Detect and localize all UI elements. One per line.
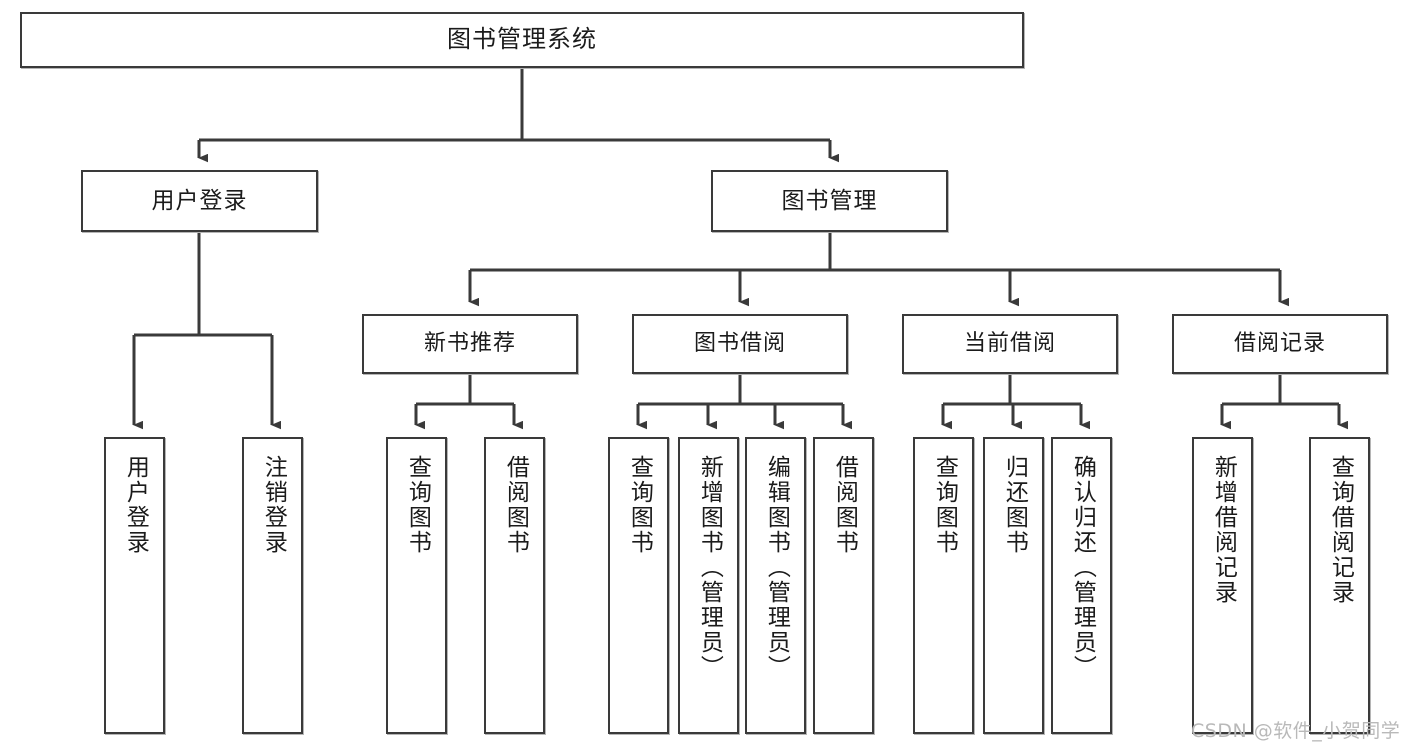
node-current-borrow[interactable]: 当前借阅 <box>902 314 1118 374</box>
leaf-add-book-admin[interactable]: 新增图书（管理员） <box>678 437 739 734</box>
node-label: 查询图书 <box>931 455 958 555</box>
node-label: 图书管理系统 <box>447 25 597 54</box>
node-label: 新书推荐 <box>423 331 516 357</box>
leaf-return-book[interactable]: 归还图书 <box>983 437 1044 734</box>
node-label: 图书借阅 <box>693 331 786 357</box>
node-label: 归还图书 <box>1001 455 1028 555</box>
leaf-add-borrow-record[interactable]: 新增借阅记录 <box>1192 437 1253 734</box>
node-label: 查询图书 <box>626 455 653 555</box>
leaf-edit-book-admin[interactable]: 编辑图书（管理员） <box>745 437 806 734</box>
watermark-text: CSDN @软件_小贺同学 <box>1191 720 1401 742</box>
leaf-query-book[interactable]: 查询图书 <box>608 437 669 734</box>
node-label: 查询图书 <box>404 455 431 555</box>
node-label: 新增借阅记录 <box>1210 455 1237 605</box>
node-system-root[interactable]: 图书管理系统 <box>20 12 1024 68</box>
node-label: 图书管理 <box>781 187 878 214</box>
node-label: 注销登录 <box>260 455 287 555</box>
leaf-logout[interactable]: 注销登录 <box>242 437 303 734</box>
leaf-confirm-return-admin[interactable]: 确认归还（管理员） <box>1051 437 1112 734</box>
node-label: 当前借阅 <box>963 331 1056 357</box>
edge-group-book-borrow <box>636 374 852 430</box>
node-borrow-record[interactable]: 借阅记录 <box>1172 314 1388 374</box>
leaf-borrow-book-new[interactable]: 借阅图书 <box>484 437 545 734</box>
leaf-user-login[interactable]: 用户登录 <box>104 437 165 734</box>
node-book-borrow[interactable]: 图书借阅 <box>632 314 848 374</box>
leaf-query-book-current[interactable]: 查询图书 <box>913 437 974 734</box>
node-book-management[interactable]: 图书管理 <box>711 170 948 232</box>
node-new-book-recommend[interactable]: 新书推荐 <box>362 314 578 374</box>
node-label: 借阅记录 <box>1233 331 1326 357</box>
edge-group-book-management <box>468 232 1289 307</box>
edge-group-borrow-record <box>1220 374 1348 430</box>
node-label: 确认归还（管理员） <box>1069 455 1096 680</box>
node-label: 编辑图书（管理员） <box>763 455 790 680</box>
leaf-query-borrow-record[interactable]: 查询借阅记录 <box>1309 437 1370 734</box>
node-user-login[interactable]: 用户登录 <box>81 170 318 232</box>
node-label: 用户登录 <box>122 455 149 555</box>
node-label: 新增图书（管理员） <box>696 455 723 680</box>
node-label: 借阅图书 <box>502 455 529 555</box>
node-label: 用户登录 <box>151 187 248 214</box>
edge-group-root <box>197 68 839 163</box>
node-label: 借阅图书 <box>831 455 858 555</box>
edge-group-user-login <box>132 232 281 430</box>
edge-group-new-book <box>414 374 523 430</box>
edge-group-current-borrow <box>941 374 1090 430</box>
node-label: 查询借阅记录 <box>1327 455 1354 605</box>
leaf-borrow-book[interactable]: 借阅图书 <box>813 437 874 734</box>
leaf-query-book-new[interactable]: 查询图书 <box>386 437 447 734</box>
